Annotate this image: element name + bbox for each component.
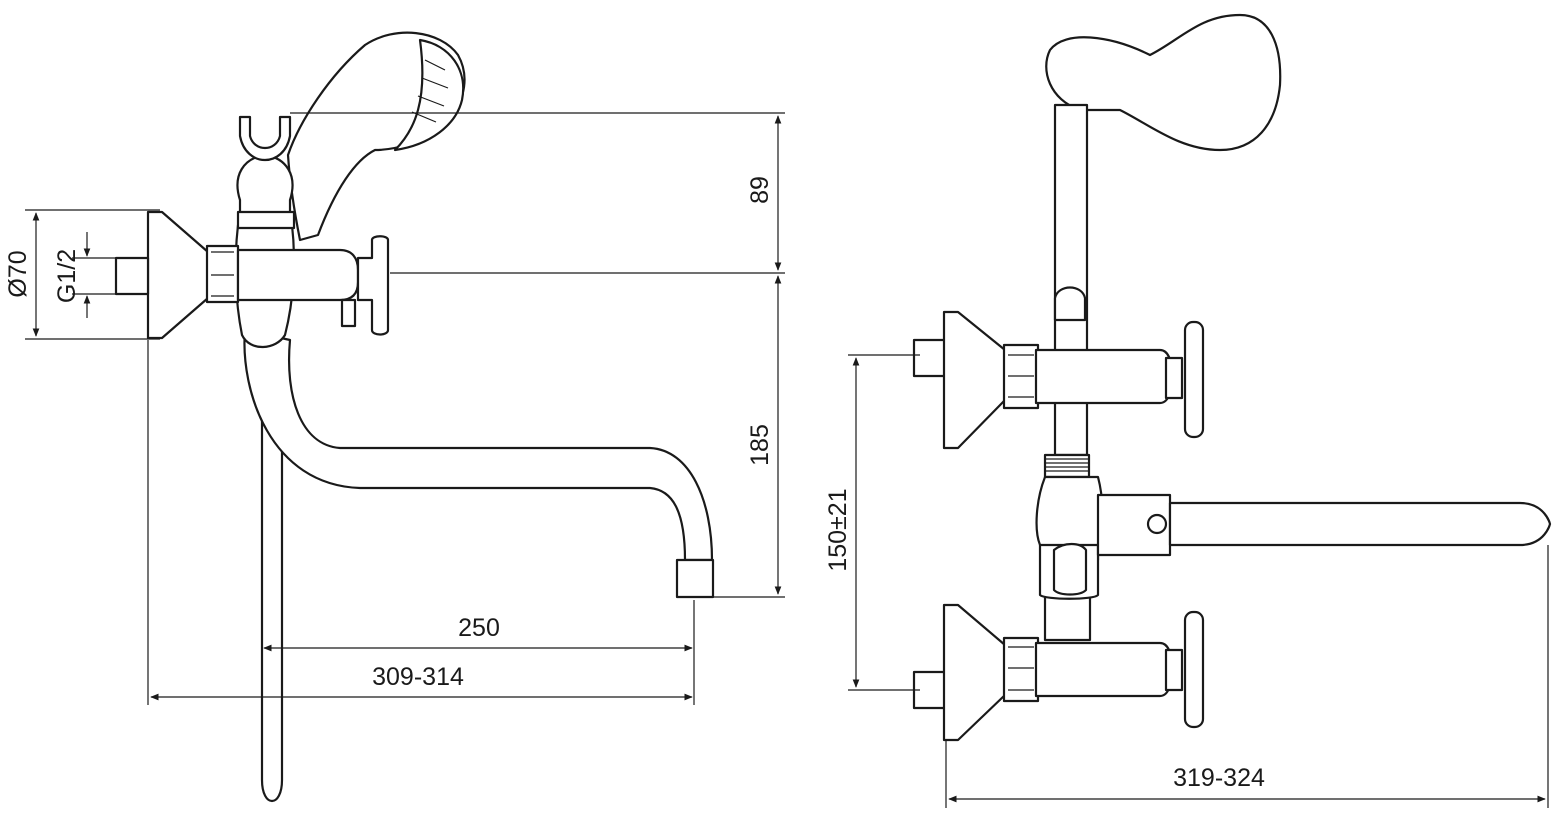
mixer-body — [236, 248, 360, 302]
dim-309-314: 309-314 — [372, 663, 464, 691]
dim-89: 89 — [746, 176, 774, 204]
cross-handle — [356, 235, 390, 336]
spout-outlet — [675, 558, 715, 599]
dim-150-21: 150±21 — [824, 488, 852, 571]
threaded-band — [1043, 453, 1091, 479]
hex-nut — [205, 244, 240, 304]
shower-head — [1045, 13, 1282, 152]
hand-shower — [286, 31, 466, 242]
dim-319-324: 319-324 — [1173, 764, 1265, 792]
dim-185: 185 — [746, 424, 774, 466]
front-view: 150±21 319-324 — [824, 13, 1552, 808]
inlet-pipe — [114, 256, 150, 296]
hose — [260, 333, 284, 802]
dim-thread: G1/2 — [53, 249, 81, 303]
dim-diameter: Ø70 — [4, 250, 32, 297]
spout-front — [1096, 493, 1172, 557]
bottom-valve — [912, 603, 1205, 742]
dim-250: 250 — [458, 614, 500, 642]
shower-holder — [236, 153, 294, 217]
side-view: 89 185 Ø70 G1/2 250 309-314 — [4, 31, 785, 802]
spout — [243, 328, 714, 562]
top-valve — [912, 310, 1205, 450]
wall-flange — [146, 210, 210, 340]
